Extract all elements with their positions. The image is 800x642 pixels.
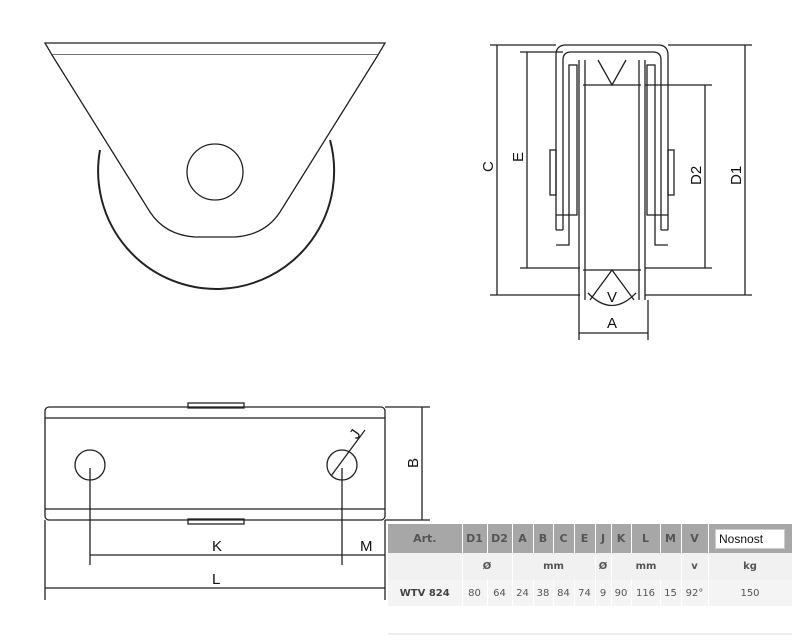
cell-b: 38 [533,580,554,606]
cell-j: 9 [595,580,612,606]
dim-label-d1: D1 [728,166,745,185]
header-a: A [512,524,534,553]
capacity-input[interactable]: Nosnost [715,528,785,549]
cell-a: 24 [512,580,534,606]
cell-m: 15 [660,580,682,606]
unit-kg: kg [708,553,793,580]
unit-v: v [681,553,709,580]
table-divider [388,633,792,635]
table-units-row: Ø mm Ø mm v kg [388,553,793,580]
header-capacity: Nosnost [708,524,793,553]
cell-k: 90 [611,580,632,606]
dim-label-e: E [510,152,527,162]
dim-label-c: C [480,161,497,172]
header-m: M [660,524,682,553]
unit-mm-klm: mm [611,553,682,580]
cell-c: 84 [553,580,575,606]
header-e: E [574,524,596,553]
cell-d2: 64 [487,580,513,606]
header-j: J [595,524,612,553]
dim-label-j: J [346,426,364,442]
dim-label-l: L [212,571,220,588]
spec-table: Art. D1 D2 A B C E J K L M V Nosnost Ø m… [388,524,793,606]
cell-art: WTV 824 [388,580,463,606]
header-v: V [681,524,709,553]
header-art: Art. [388,524,463,553]
header-d1: D1 [462,524,488,553]
cell-capacity: 150 [708,580,793,606]
header-d2: D2 [487,524,513,553]
table-row: WTV 824 80 64 24 38 84 74 9 90 116 15 92… [388,580,793,606]
header-l: L [631,524,661,553]
unit-diameter-j: Ø [595,553,612,580]
side-view [490,44,752,340]
cell-e: 74 [574,580,596,606]
unit-empty [388,553,463,580]
unit-mm: mm [512,553,596,580]
dim-label-k: K [212,538,222,555]
dim-label-a: A [607,315,617,332]
cell-l: 116 [631,580,661,606]
table-header-row: Art. D1 D2 A B C E J K L M V Nosnost [388,524,793,553]
front-view [43,42,387,290]
cell-d1: 80 [462,580,488,606]
plan-view [44,402,430,600]
dim-label-m: M [360,538,373,555]
dim-label-d2: D2 [688,166,705,185]
cell-v: 92° [681,580,709,606]
unit-diameter: Ø [462,553,513,580]
header-b: B [533,524,554,553]
header-k: K [611,524,632,553]
dim-label-b: B [405,458,422,468]
dim-label-v: V [607,289,617,306]
header-c: C [553,524,575,553]
